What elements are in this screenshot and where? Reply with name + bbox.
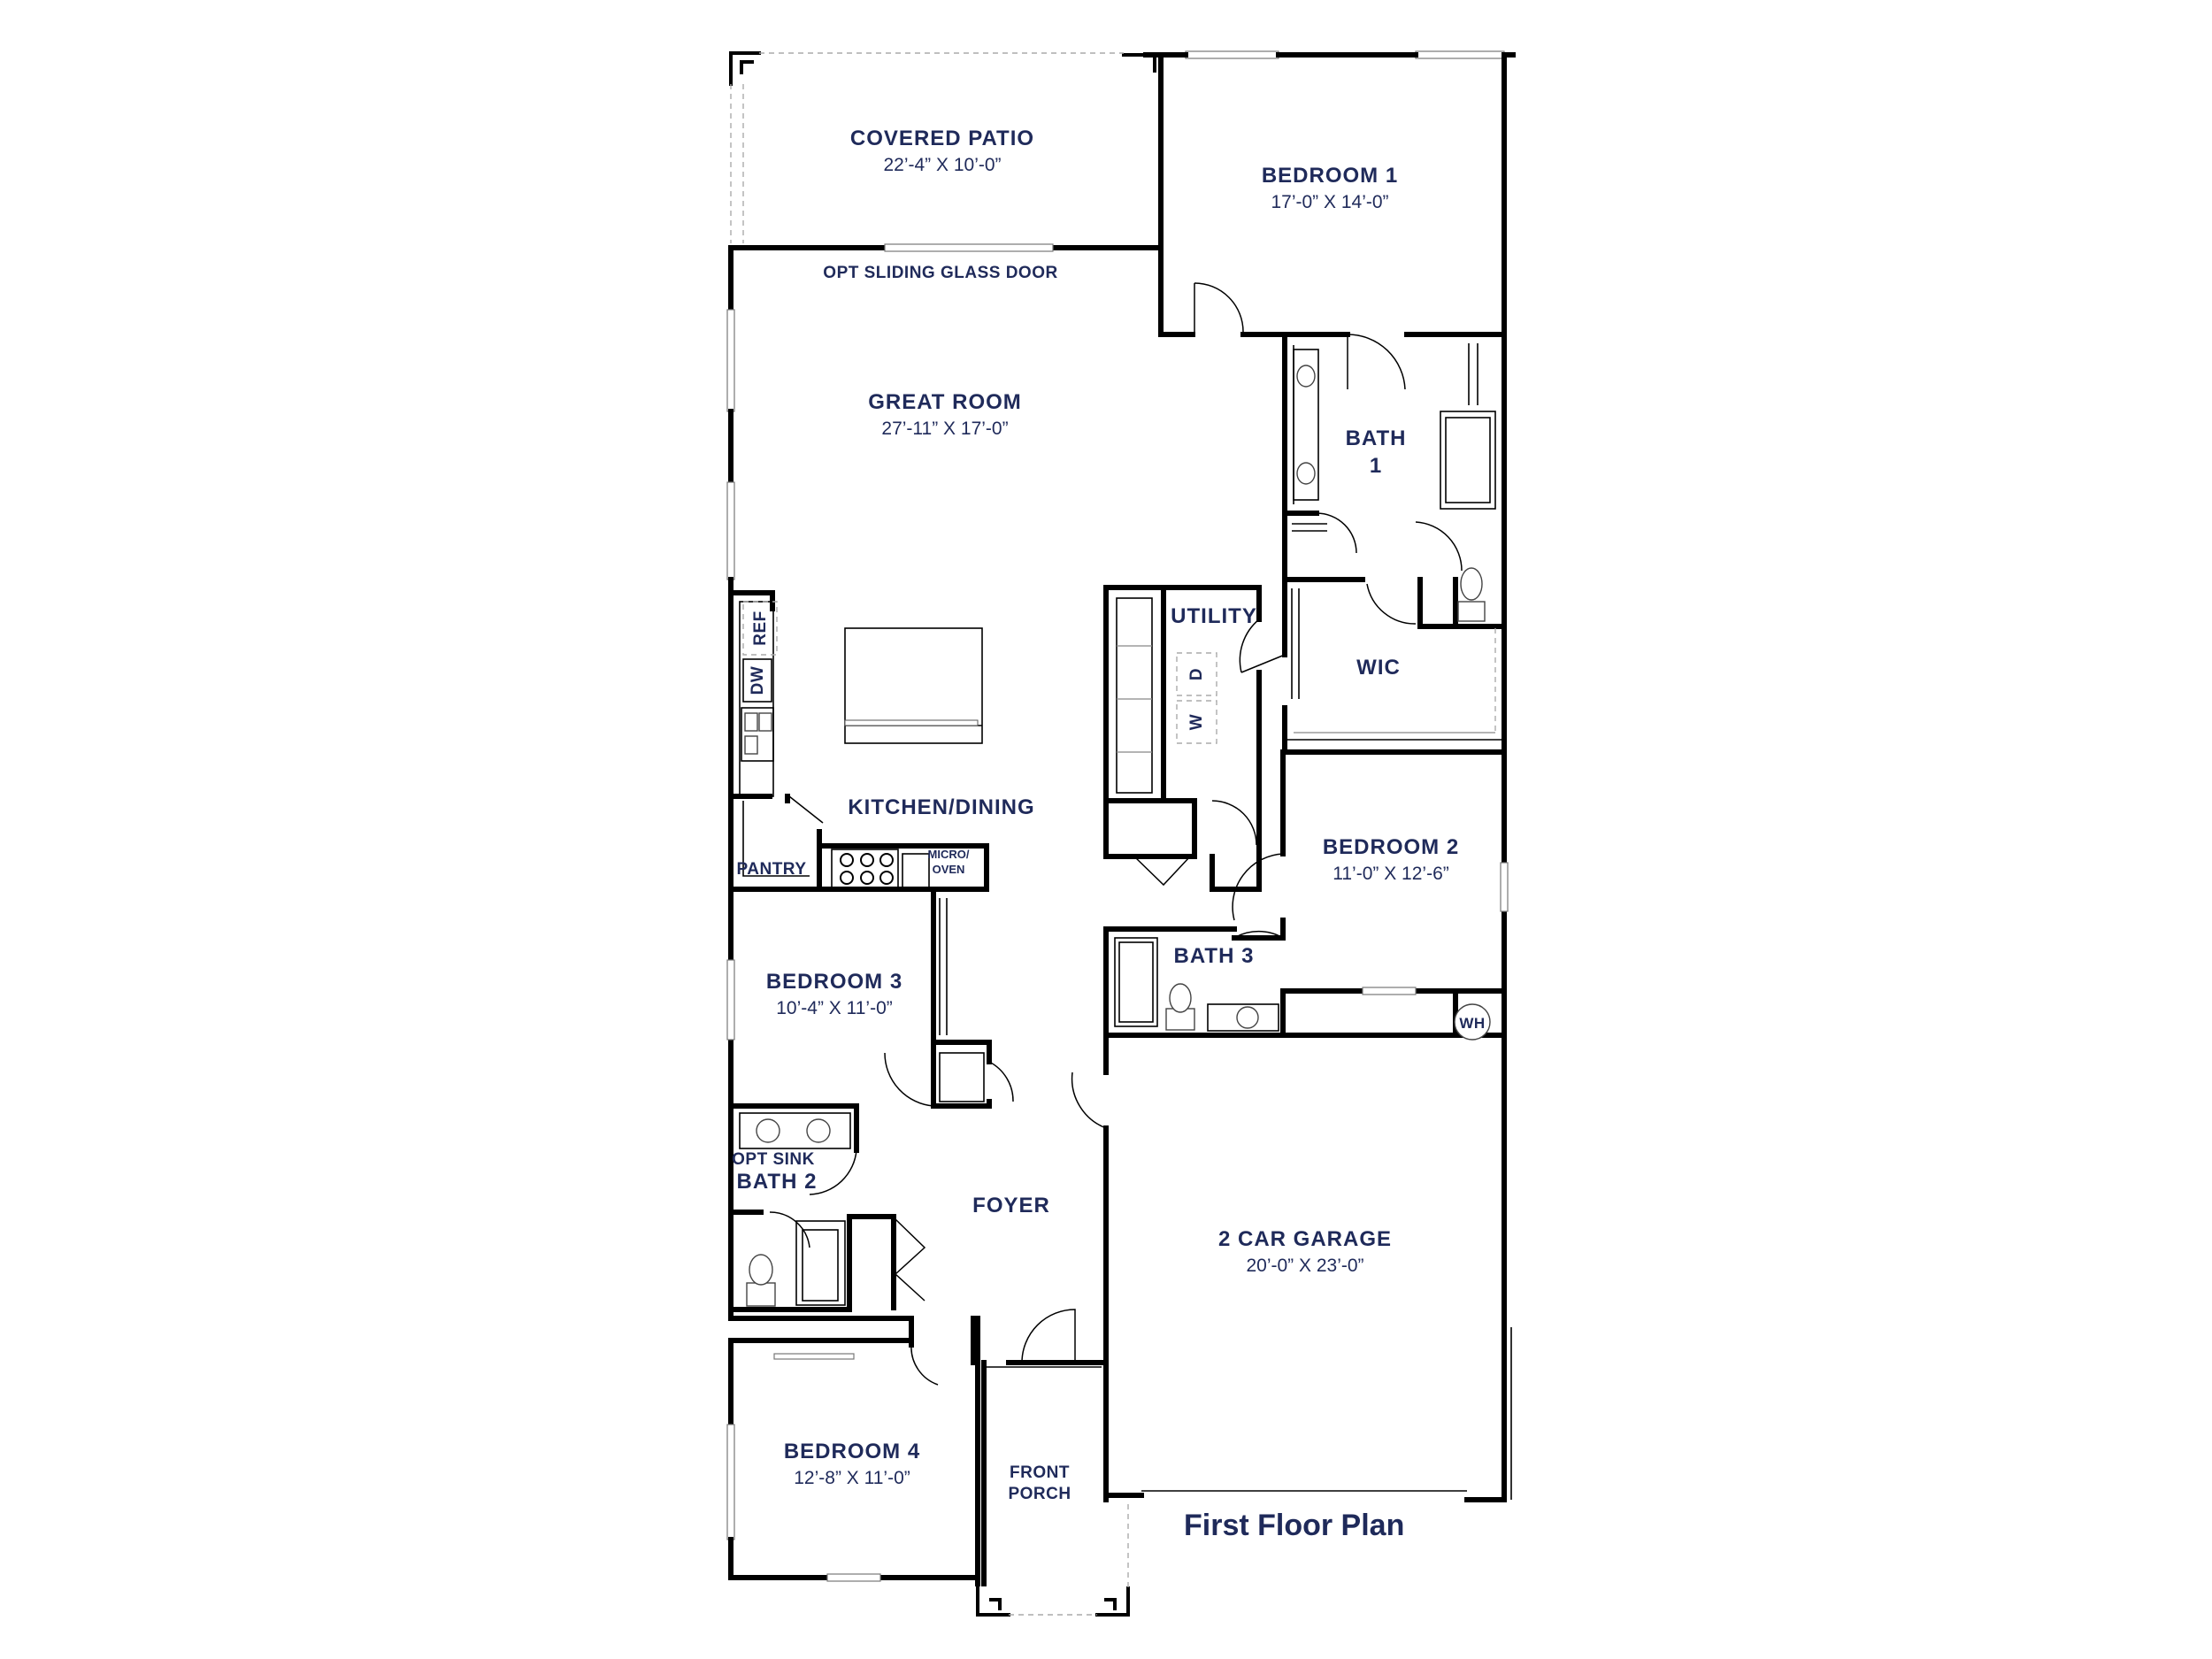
bedroom2-dims: 11’-0” X 12’-6” bbox=[1333, 864, 1449, 884]
walls bbox=[726, 50, 1516, 1617]
fixtures bbox=[739, 343, 1496, 1307]
plan-title: First Floor Plan bbox=[1184, 1509, 1404, 1542]
bedroom4-name: BEDROOM 4 bbox=[784, 1440, 920, 1463]
labels: COVERED PATIO 22’-4” X 10’-0” OPT SLIDIN… bbox=[732, 127, 1485, 1542]
bedroom3-name: BEDROOM 3 bbox=[766, 970, 902, 994]
garage-dims: 20’-0” X 23’-0” bbox=[1246, 1256, 1363, 1276]
wic-label: WIC bbox=[1356, 656, 1401, 680]
front-porch-label-2: PORCH bbox=[1008, 1485, 1071, 1503]
bath1-label-2: 1 bbox=[1370, 454, 1382, 478]
bedroom4-dims: 12’-8” X 11’-0” bbox=[794, 1468, 910, 1488]
front-porch-label-1: FRONT bbox=[1010, 1463, 1070, 1482]
utility-label: UTILITY bbox=[1171, 604, 1257, 628]
bedroom3-dims: 10’-4” X 11’-0” bbox=[776, 998, 893, 1018]
bedroom1-dims: 17’-0” X 14’-0” bbox=[1271, 192, 1388, 212]
washer-label: W bbox=[1187, 714, 1206, 730]
covered-patio-name: COVERED PATIO bbox=[850, 127, 1034, 150]
doors bbox=[769, 282, 1463, 1386]
dw-label: DW bbox=[749, 666, 767, 695]
sliding-door-note: OPT SLIDING GLASS DOOR bbox=[823, 264, 1057, 282]
ref-label: REF bbox=[751, 611, 770, 646]
great-room-name: GREAT ROOM bbox=[868, 390, 1022, 414]
dryer-label: D bbox=[1187, 668, 1206, 680]
bath1-label-1: BATH bbox=[1346, 426, 1407, 450]
bath2-label: BATH 2 bbox=[737, 1170, 818, 1194]
pantry-label: PANTRY bbox=[737, 860, 807, 879]
bedroom1-name: BEDROOM 1 bbox=[1262, 164, 1398, 188]
great-room-dims: 27’-11” X 17’-0” bbox=[881, 419, 1008, 439]
bedroom2-name: BEDROOM 2 bbox=[1323, 835, 1459, 859]
micro-label-1: MICRO/ bbox=[928, 848, 970, 861]
covered-patio-dims: 22’-4” X 10’-0” bbox=[883, 155, 1001, 175]
water-heater-label: WH bbox=[1459, 1015, 1485, 1032]
opt-sink-label: OPT SINK bbox=[732, 1150, 815, 1169]
bath3-label: BATH 3 bbox=[1174, 944, 1255, 968]
kitchen-label: KITCHEN/DINING bbox=[848, 795, 1034, 819]
micro-label-2: OVEN bbox=[933, 863, 965, 876]
foyer-label: FOYER bbox=[972, 1194, 1050, 1217]
garage-name: 2 CAR GARAGE bbox=[1218, 1227, 1392, 1251]
